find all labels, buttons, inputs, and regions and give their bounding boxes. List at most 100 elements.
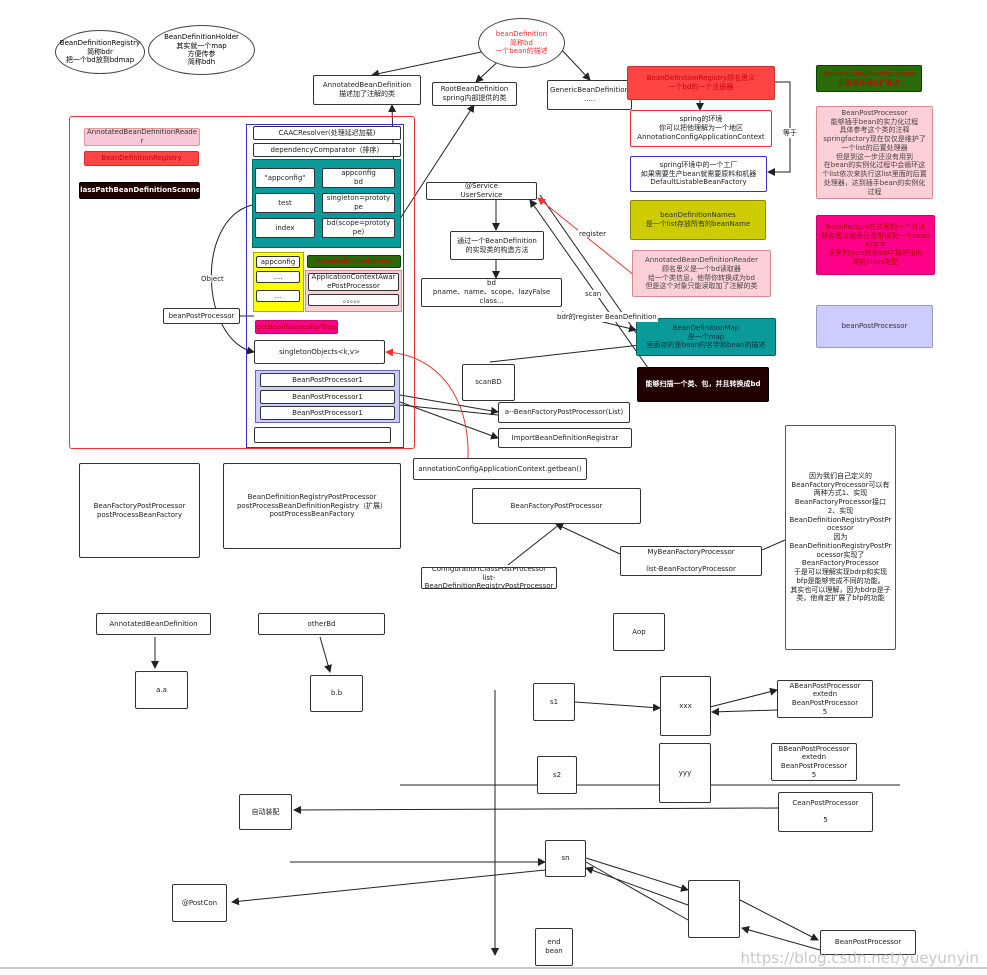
node-getbean: annotationConfigApplicationContext.getbe… [413,458,587,480]
names-item-2: .... [256,271,300,283]
node-s1: s1 [533,683,575,721]
node-bpp-1: BeanPostProcessor1 [260,373,395,387]
node-through-bd: 通过一个BeanDefinition 的实现类的构造方法 [450,231,544,260]
edge [399,394,499,415]
node-bpp-bottom: BeanPostProcessor [820,930,916,955]
node-bd-props: bd pname、name、scope、lazyFalse class... [421,278,562,307]
node-bpp-pink: BeanPostProcessor 能够插手bean的实力化过程 具体参考这个类… [816,106,933,199]
node-cbpp: CeanPostProcessor 5 [778,792,873,832]
node-reader-small: AnnotatedBeanDefinitionReade r [84,128,200,146]
bean-factory-frame [246,124,404,448]
map-key-appconfig: "appconfig" [255,168,315,188]
cloud-bdr: BeanDefinitionRegistry 简称bdr 把一个bd放到bdma… [55,30,145,74]
node-bd-names: beanDefinitionNames 是一个list存放所有的beanName [630,200,766,240]
edge [507,516,568,566]
edge [739,899,819,941]
node-bb: b.b [310,675,363,712]
map-val-test: singleton=prototy pe [322,193,395,213]
edge [399,404,499,416]
node-bfpp-green: BeanFactoryPostProcessor 后置处理器&扩展点 [816,65,922,92]
edge [293,805,779,814]
node-scanbd: scanBD [462,364,515,401]
node-dots: 。。。。。 [308,294,399,306]
edge [559,47,591,81]
map-val-index: bd(scope=prototy pe) [322,218,395,238]
names-item-3: ... [256,290,300,302]
node-root-bd: RootBeanDefinition spring内部提供的类 [432,82,517,106]
edge [711,707,778,716]
edge [709,687,778,708]
edge [231,869,546,906]
edge [555,523,621,555]
node-bfpp-mid: BeanFactoryPostProcessor [472,488,641,524]
edge [761,539,786,551]
node-factory: spring环境中的一个工厂 如果需要生产bean就需要原料和机器 Defaul… [630,156,767,192]
main-frame [69,116,415,449]
node-bpp-3: BeanPostProcessor1 [260,406,395,420]
node-registry-small: BeanDefinitionRegistry [84,151,199,166]
node-note-bfp: 因为我们自己定义的 BeanFactoryProcessor可以有 两种方式1、… [785,425,896,650]
node-bdr-red: BeanDefinitionRegistry顾名思义 一个bd的一个注册器 [627,66,775,100]
node-generic-bd: GenericBeanDefinition ..... [547,80,632,110]
label-scan: scan [584,290,603,298]
edge [489,344,641,363]
node-other-bd: otherBd [258,613,385,635]
node-config-class: ConfigurationClassPostProcessor list-Bea… [421,567,557,589]
node-aop: Aop [613,613,665,651]
node-empty [254,427,391,443]
node-comparator: dependencyComparator（排序） [253,143,401,157]
node-aware: ApplicationContextAwar ePostProcessor [308,273,399,291]
cloud-holder: BeanDefinitionHolder 其实就一个map 方便传参 简称bdh [148,25,255,75]
label-register: register [578,230,607,238]
node-names-small: beanDefinitionNames [307,255,401,268]
node-annotated-bd: AnnotatedBeanDefinition 描述加了注解的类 [313,75,421,105]
cloud-beandefinition: beanDefinition 简称bd 一个bean的描述 [478,18,565,68]
edge [319,636,332,673]
node-bdrpp-box: BeanDefinitionRegistryPostProcessor post… [223,463,401,549]
map-key-index: index [255,218,315,238]
map-val-appconfig: appconfig bd [322,168,395,188]
label-object: Object [200,275,225,283]
node-get-names-note: BeanFactory在这里的一个方法 顾名思义就是让类型得到一个bean 的名… [816,215,935,275]
edge [585,861,689,921]
node-empty-bottom [688,880,740,938]
node-bpp-left: beanPostProcessor [163,308,240,324]
edge [371,47,501,78]
node-yyy: yyy [659,743,711,803]
node-bpp-2: BeanPostProcessor1 [260,390,395,404]
node-postcon: @PostCon [172,884,227,922]
node-scanner: ClassPathBeanDefinitionScanner [79,182,200,199]
node-reader: AnnotatedBeanDefinitionReader 顾名思义是一个bd读… [632,250,771,297]
node-scanner-dark: 能够扫描一个类、包，并且转换成bd [637,367,769,402]
node-my-bfp: MyBeanFactoryProcessor list-BeanFactoryP… [620,546,762,576]
node-bfpp-box: BeanFactoryPostProcessor postProcessBean… [79,463,200,558]
watermark: https://blog.csdn.net/yueyunyin [740,949,979,967]
edge [399,401,499,440]
label-bdr-register: bdr的register BeanDefinition [556,312,658,322]
node-bpp-lavender: beanPostProcessor [816,305,933,348]
node-bbpp: BBeanPostProcessor extedn BeanPostProces… [771,743,857,781]
edge [574,701,661,712]
node-s2: s2 [537,756,577,794]
edge [767,81,791,176]
node-singleton-objects: singletonObjects<k,v> [254,340,385,364]
node-service: @Service UserService [426,182,537,200]
node-aa: a.a [135,671,188,709]
edge [393,104,475,229]
node-caac: CAACResolver(处理延迟加载) [253,126,401,140]
node-sn: sn [545,840,586,877]
edge [585,857,689,892]
edge [741,926,821,951]
node-annotated-bd-lower: AnnotatedBeanDefinition [96,613,211,635]
node-autowire: 自动装配 [239,794,292,830]
names-item-appconfig: appconfig [256,256,300,268]
edge [537,197,641,281]
node-spring-env: spring的环境 你可以把他理解为一个地区 AnnotationConfigA… [630,110,772,147]
node-bfpp-list: a--BeanFactoryPostProcessor(List) [498,402,630,423]
node-import: ImportBeanDefinitionRegistrar [498,428,632,448]
label-equals: 等于 [782,128,798,138]
node-bdmap: BeanDefinitionMap 是一个map 里面存的是bean的名字和be… [636,318,776,356]
node-names-for-type: getBeanNamesForType [255,320,338,334]
node-xxx: xxx [660,676,711,736]
